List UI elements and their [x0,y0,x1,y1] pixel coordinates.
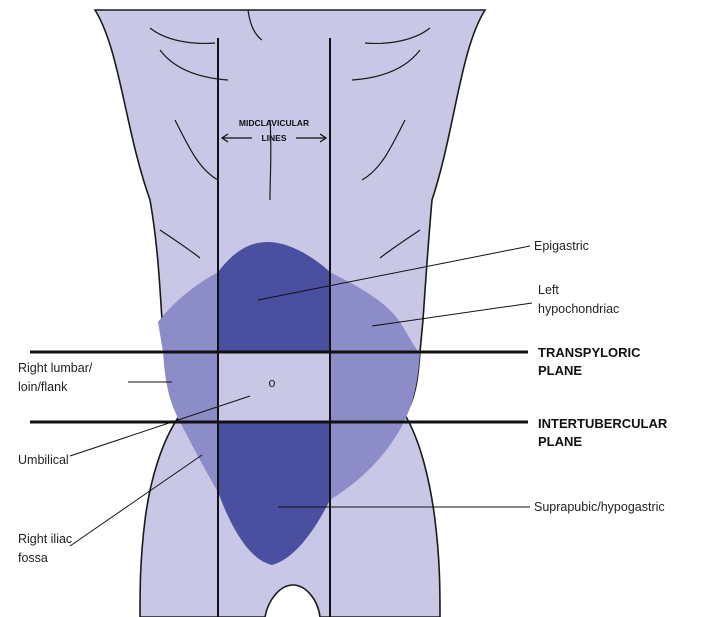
left-hypochondriac-label-2: hypochondriac [538,302,619,316]
right-lumbar-label-2: loin/flank [18,380,68,394]
suprapubic-label: Suprapubic/hypogastric [534,500,665,514]
intertubercular-label-2: PLANE [538,434,582,449]
right-iliac-label-2: fossa [18,551,48,565]
intertubercular-label-1: INTERTUBERCULAR [538,416,668,431]
right-lumbar-label-1: Right lumbar/ [18,361,93,375]
epigastric-label: Epigastric [534,239,589,253]
umbilicus-mark: o [269,376,276,390]
right-iliac-label-1: Right iliac [18,532,72,546]
left-lumbar-region [330,352,420,422]
transpyloric-label-2: PLANE [538,363,582,378]
midclavicular-label-2: LINES [261,133,286,143]
transpyloric-label-1: TRANSPYLORIC [538,345,641,360]
left-hypochondriac-label-1: Left [538,283,559,297]
midclavicular-label-1: MIDCLAVICULAR [239,118,309,128]
umbilical-label: Umbilical [18,453,69,467]
right-lumbar-region [163,352,218,422]
